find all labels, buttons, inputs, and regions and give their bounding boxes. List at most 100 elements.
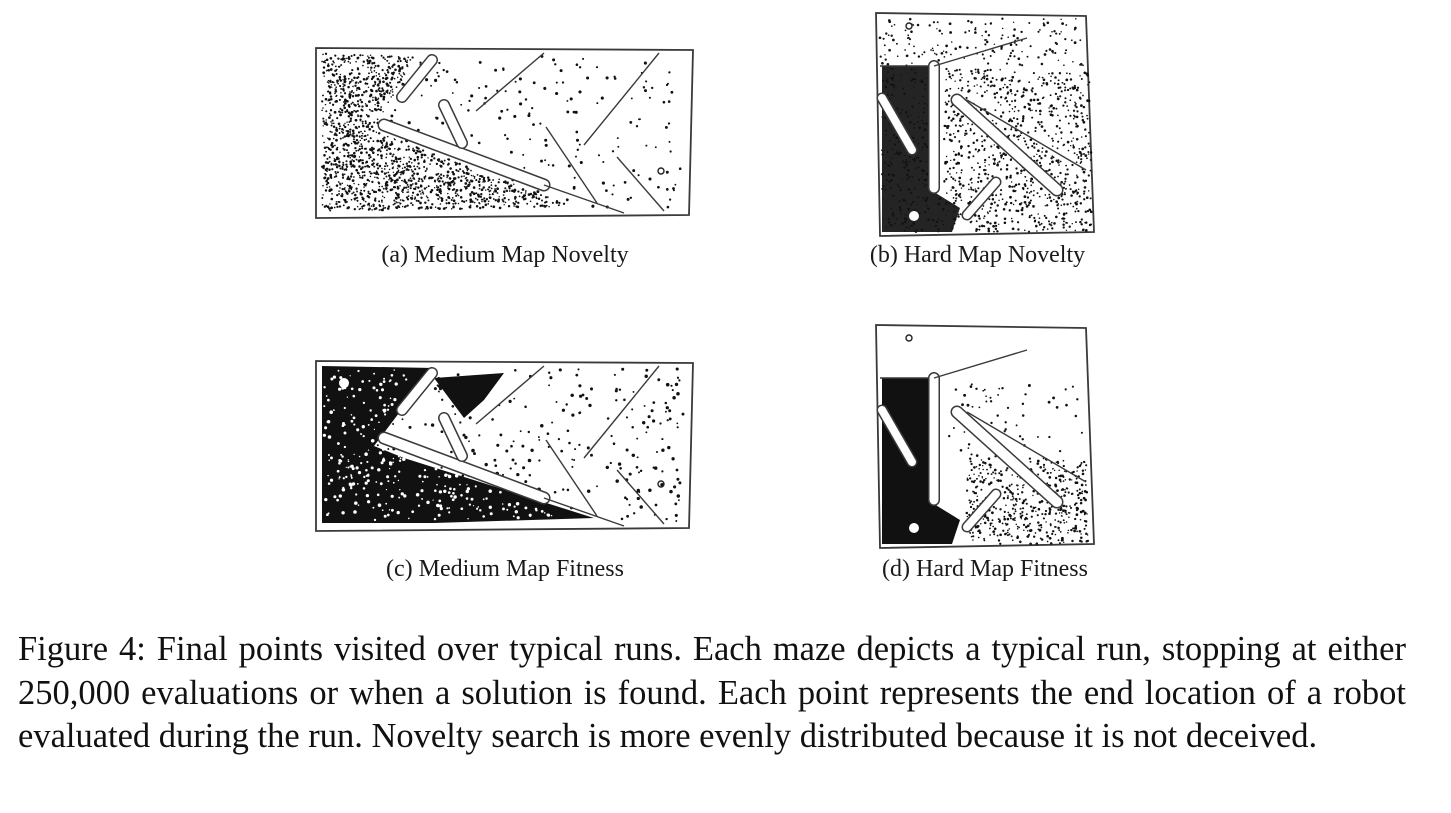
visited-point: [374, 81, 377, 84]
visited-point: [1021, 510, 1024, 514]
visited-point: [1049, 523, 1052, 526]
visited-point: [1039, 537, 1042, 540]
visited-point: [539, 122, 542, 125]
visited-point: [1084, 520, 1088, 523]
visited-point: [329, 102, 331, 104]
visited-point: [916, 23, 920, 27]
visited-point: [911, 105, 914, 108]
visited-point: [648, 177, 652, 181]
visited-point: [920, 160, 923, 163]
visited-point: [368, 157, 371, 160]
visited-point: [493, 191, 495, 193]
visited-point: [384, 184, 388, 187]
unvisited-gap: [386, 408, 390, 411]
visited-point: [613, 373, 616, 376]
visited-point: [908, 227, 910, 229]
visited-point: [899, 188, 902, 192]
visited-point: [645, 368, 649, 372]
visited-point: [960, 154, 963, 157]
panel-c-medium-fitness: [314, 358, 696, 533]
visited-point: [494, 68, 498, 72]
visited-point: [573, 176, 576, 179]
visited-point: [380, 154, 383, 158]
unvisited-gap: [354, 501, 358, 505]
visited-point: [1059, 86, 1062, 89]
visited-point: [551, 164, 555, 167]
visited-point: [949, 159, 952, 162]
visited-point: [578, 394, 583, 398]
visited-point: [1037, 213, 1039, 215]
visited-point: [1062, 212, 1066, 216]
visited-point: [981, 464, 984, 467]
visited-point: [1084, 469, 1087, 471]
visited-point: [1012, 499, 1014, 501]
visited-point: [896, 184, 899, 186]
unvisited-gap: [357, 369, 360, 373]
visited-point: [472, 384, 476, 388]
visited-point: [1067, 109, 1070, 112]
visited-point: [999, 193, 1002, 196]
visited-point: [450, 180, 453, 184]
visited-point: [938, 29, 942, 33]
visited-point: [1022, 91, 1025, 94]
visited-point: [447, 196, 450, 199]
visited-point: [470, 134, 474, 137]
visited-point: [1047, 400, 1051, 404]
visited-point: [331, 122, 333, 125]
visited-point: [983, 539, 986, 542]
unvisited-gap: [364, 452, 368, 456]
visited-point: [1084, 221, 1086, 224]
visited-point: [334, 54, 337, 57]
visited-point: [1050, 156, 1053, 160]
visited-point: [957, 194, 961, 197]
dense-region: [322, 366, 594, 523]
unvisited-gap: [439, 504, 443, 508]
visited-point: [363, 182, 366, 186]
visited-point: [578, 90, 582, 94]
visited-point: [910, 224, 912, 227]
visited-point: [441, 398, 444, 401]
visited-point: [968, 200, 972, 204]
visited-point: [973, 466, 976, 469]
visited-point: [370, 89, 374, 93]
visited-point: [675, 367, 679, 371]
visited-point: [883, 161, 886, 164]
visited-point: [347, 103, 350, 106]
visited-point: [1058, 164, 1060, 166]
visited-point: [1072, 144, 1075, 147]
visited-point: [361, 176, 364, 180]
visited-point: [1065, 403, 1068, 407]
visited-point: [1082, 120, 1086, 124]
visited-point: [943, 56, 946, 58]
visited-point: [1036, 98, 1040, 102]
visited-point: [996, 230, 999, 233]
visited-point: [434, 206, 437, 208]
visited-point: [366, 164, 369, 168]
visited-point: [447, 158, 451, 161]
visited-point: [1043, 226, 1045, 229]
visited-point: [984, 165, 986, 167]
visited-point: [424, 423, 427, 426]
visited-point: [366, 125, 370, 129]
visited-point: [1039, 523, 1043, 527]
visited-point: [999, 104, 1002, 106]
visited-point: [973, 169, 975, 171]
visited-point: [521, 444, 525, 448]
visited-point: [975, 465, 978, 468]
visited-point: [1016, 221, 1020, 224]
visited-point: [888, 180, 892, 183]
visited-point: [1087, 190, 1090, 192]
visited-point: [390, 114, 394, 118]
visited-point: [970, 453, 973, 456]
visited-point: [961, 403, 964, 407]
visited-point: [328, 156, 331, 159]
visited-point: [514, 369, 517, 372]
visited-point: [884, 117, 887, 119]
visited-point: [501, 473, 505, 476]
unvisited-gap: [378, 396, 382, 400]
visited-point: [391, 91, 394, 93]
visited-point: [575, 138, 580, 142]
visited-point: [971, 405, 974, 408]
visited-point: [382, 95, 386, 99]
visited-point: [1010, 483, 1013, 486]
